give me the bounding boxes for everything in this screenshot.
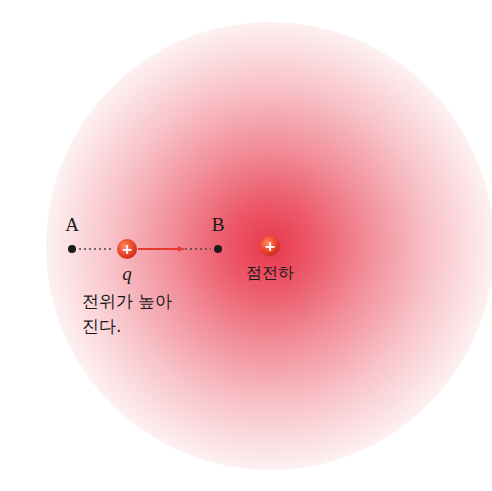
charge-circle	[260, 236, 280, 256]
point-label: B	[212, 215, 225, 234]
charge-label: q	[122, 264, 132, 283]
path-connector	[138, 249, 211, 250]
point-circle	[214, 245, 222, 253]
point-label: A	[65, 215, 79, 234]
point-marker: A	[68, 245, 76, 253]
charge-label: 점전하	[246, 265, 294, 281]
point-dot	[68, 245, 76, 253]
charge-sign: +	[117, 239, 137, 259]
test-charge: +q	[117, 239, 137, 259]
path-connector	[79, 249, 114, 250]
point-marker: B	[214, 245, 222, 253]
charge-circle	[117, 239, 137, 259]
motion-arrow	[138, 248, 184, 250]
dotted-path	[79, 248, 114, 249]
potential-note: 전위가 높아 진다.	[82, 289, 186, 339]
potential-field	[46, 22, 492, 470]
point-charge: +점전하	[260, 236, 280, 256]
charge-sign: +	[260, 236, 280, 256]
point-circle	[68, 245, 76, 253]
point-dot	[214, 245, 222, 253]
